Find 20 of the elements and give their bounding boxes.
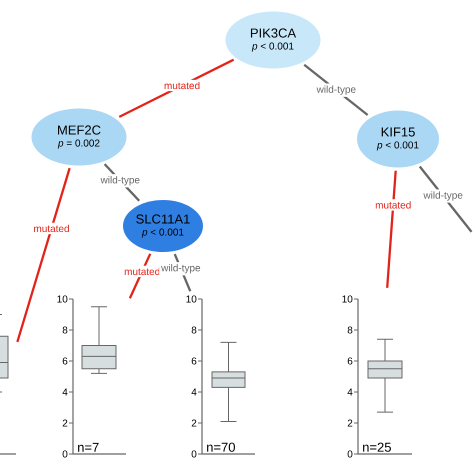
tick-label: 0 [192,450,196,458]
tick-label: 10 [186,295,196,303]
box-plot-drawing [0,314,16,455]
edge-label: mutated [373,199,414,211]
sample-size: n=70 [207,442,235,452]
branch-line [386,170,397,288]
sample-size: n=7 [78,442,99,452]
sample-size: n=25 [363,442,391,452]
tick-label: 10 [57,295,68,303]
tick-label: 0 [348,450,352,458]
edge-label: mutated [31,222,72,234]
edge-label: mutated [162,80,202,92]
edge-label: wild-type [98,174,142,188]
tick-label: 10 [342,295,352,303]
branch-line [16,168,71,342]
tick-label: 0 [62,450,68,458]
edge-label: mutated [122,266,162,278]
edge-label: wild-type [314,84,358,97]
edge-label: wild-type [421,189,465,203]
edge-label: wild-type [159,262,203,276]
